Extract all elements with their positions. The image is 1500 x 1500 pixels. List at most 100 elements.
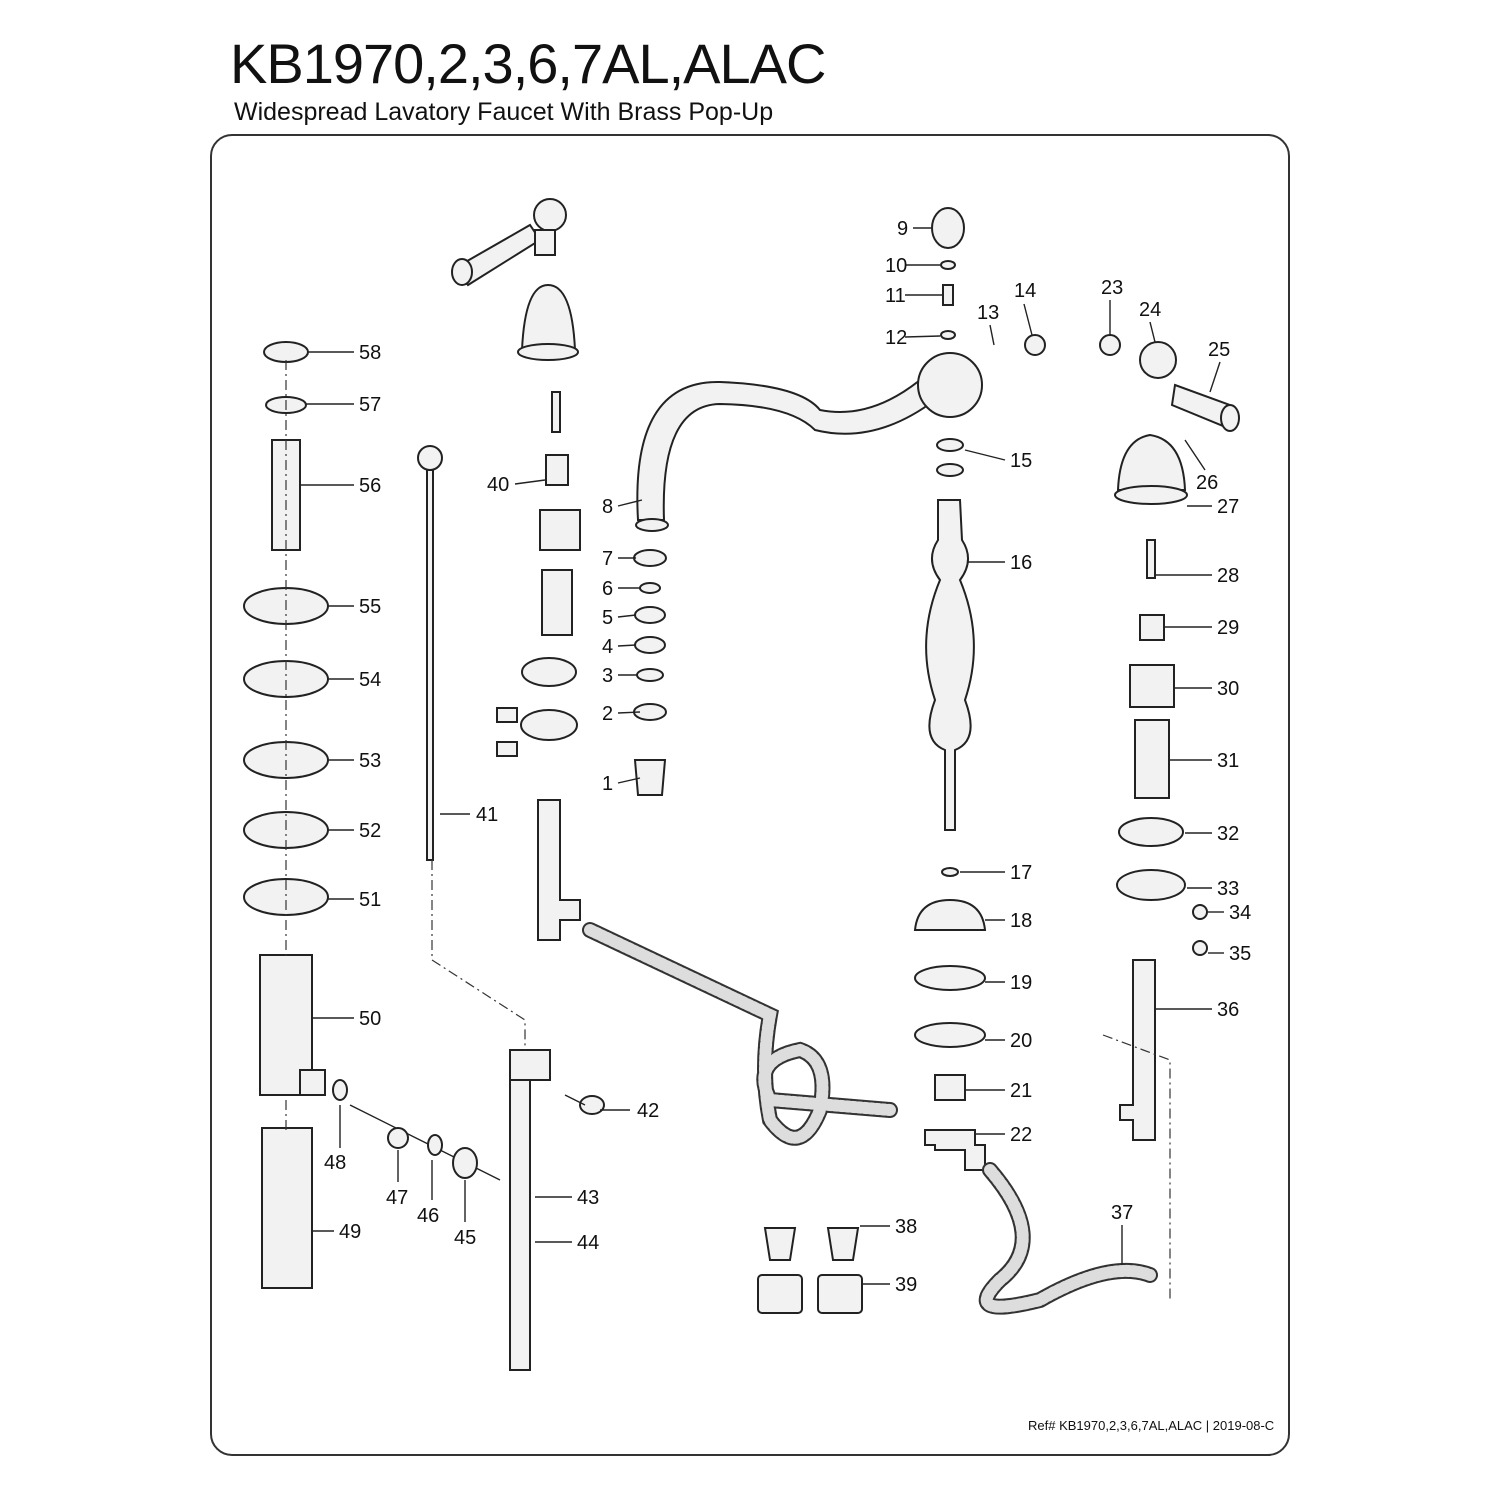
part-number-label: 39: [895, 1274, 917, 1296]
callout-part-26: 26: [1184, 439, 1218, 494]
callout-part-20: 20: [985, 1030, 1032, 1052]
callout-part-48: 48: [324, 1105, 346, 1174]
leader-line: [904, 335, 941, 338]
part-number-label: 53: [359, 750, 381, 772]
part-number-label: 11: [885, 285, 906, 307]
part-number-label: 45: [454, 1227, 476, 1249]
leader-line: [1149, 321, 1156, 343]
part-number-label: 5: [602, 607, 613, 629]
part-number-label: 46: [417, 1205, 439, 1227]
callout-part-35: 35: [1208, 943, 1251, 965]
leader-line: [964, 449, 1006, 461]
part-number-label: 54: [359, 669, 381, 691]
part-number-label: 56: [359, 475, 381, 497]
diagram-subtitle: Widespread Lavatory Faucet With Brass Po…: [234, 98, 774, 126]
callout-part-51: 51: [328, 889, 381, 911]
part-number-label: 26: [1196, 472, 1218, 494]
callout-part-39: 39: [862, 1274, 917, 1296]
callout-part-56: 56: [300, 475, 381, 497]
callout-part-9: 9: [897, 218, 932, 240]
part-number-label: 58: [359, 342, 381, 364]
callout-part-38: 38: [860, 1216, 917, 1238]
part-number-label: 51: [359, 889, 381, 911]
leader-line: [617, 711, 641, 714]
callout-part-1: 1: [602, 773, 641, 795]
part-number-label: 33: [1217, 878, 1239, 900]
part-number-label: 36: [1217, 999, 1239, 1021]
part-number-label: 9: [897, 218, 908, 240]
left-valve-body: [537, 799, 581, 941]
callout-part-4: 4: [602, 636, 637, 658]
callout-part-49: 49: [312, 1221, 361, 1243]
leader-line: [1184, 439, 1206, 471]
part-number-label: 4: [602, 636, 613, 658]
part-number-label: 32: [1217, 823, 1239, 845]
callout-part-21: 21: [965, 1080, 1032, 1102]
callout-part-47: 47: [386, 1150, 408, 1209]
callout-part-5: 5: [602, 607, 637, 629]
leader-line: [617, 499, 643, 507]
part-number-label: 1: [602, 773, 613, 795]
callout-part-50: 50: [312, 1008, 381, 1030]
callout-part-28: 28: [1155, 565, 1239, 587]
leader-line: [1023, 303, 1033, 336]
callout-part-22: 22: [975, 1124, 1032, 1146]
callout-part-36: 36: [1156, 999, 1239, 1021]
leader-line: [989, 324, 995, 346]
part-number-label: 47: [386, 1187, 408, 1209]
part-number-label: 12: [885, 327, 907, 349]
leader-line: [617, 644, 637, 647]
callout-part-58: 58: [308, 342, 381, 364]
part-number-label: 52: [359, 820, 381, 842]
part-number-label: 28: [1217, 565, 1239, 587]
part-number-label: 35: [1229, 943, 1251, 965]
part-number-label: 57: [359, 394, 381, 416]
callout-part-13: 13: [977, 302, 999, 346]
callout-part-24: 24: [1139, 299, 1161, 343]
part-number-label: 6: [602, 578, 613, 600]
leader-line: [1209, 361, 1221, 393]
callout-part-7: 7: [602, 548, 636, 570]
callout-part-40: 40: [487, 474, 546, 496]
reference-number: Ref# KB1970,2,3,6,7AL,ALAC | 2019-08-C: [1028, 1418, 1275, 1433]
part-number-label: 14: [1014, 280, 1036, 302]
callout-part-32: 32: [1185, 823, 1239, 845]
callout-part-18: 18: [985, 910, 1032, 932]
part-drawings: [243, 198, 1240, 1371]
callout-part-37: 37: [1111, 1202, 1133, 1265]
part-number-label: 41: [476, 804, 498, 826]
part-number-label: 50: [359, 1008, 381, 1030]
callout-part-16: 16: [968, 552, 1032, 574]
part-number-label: 15: [1010, 450, 1032, 472]
callout-part-54: 54: [328, 669, 381, 691]
part-number-label: 16: [1010, 552, 1032, 574]
part-callouts: 1234567891011121314151617181920212223242…: [300, 218, 1251, 1296]
part-number-label: 2: [602, 703, 613, 725]
callout-part-53: 53: [328, 750, 381, 772]
part-number-label: 29: [1217, 617, 1239, 639]
part-number-label: 44: [577, 1232, 599, 1254]
strap: [509, 1049, 531, 1371]
callout-part-43: 43: [535, 1187, 599, 1209]
callout-part-11: 11: [885, 285, 943, 307]
callout-part-34: 34: [1208, 902, 1251, 924]
part-number-label: 55: [359, 596, 381, 618]
part-number-label: 10: [885, 255, 907, 277]
part-number-label: 7: [602, 548, 613, 570]
callout-part-52: 52: [328, 820, 381, 842]
callout-part-14: 14: [1014, 280, 1036, 336]
part-number-label: 24: [1139, 299, 1161, 321]
callout-part-27: 27: [1187, 496, 1239, 518]
callout-part-33: 33: [1187, 878, 1239, 900]
part-number-label: 17: [1010, 862, 1032, 884]
callout-part-17: 17: [960, 862, 1032, 884]
part-number-label: 19: [1010, 972, 1032, 994]
spout: [636, 378, 937, 521]
left-escutcheon: [520, 283, 577, 351]
part-number-label: 18: [1010, 910, 1032, 932]
leader-line: [617, 777, 641, 784]
part-number-label: 22: [1010, 1124, 1032, 1146]
leader-line: [514, 479, 546, 485]
center-column: [925, 499, 975, 831]
